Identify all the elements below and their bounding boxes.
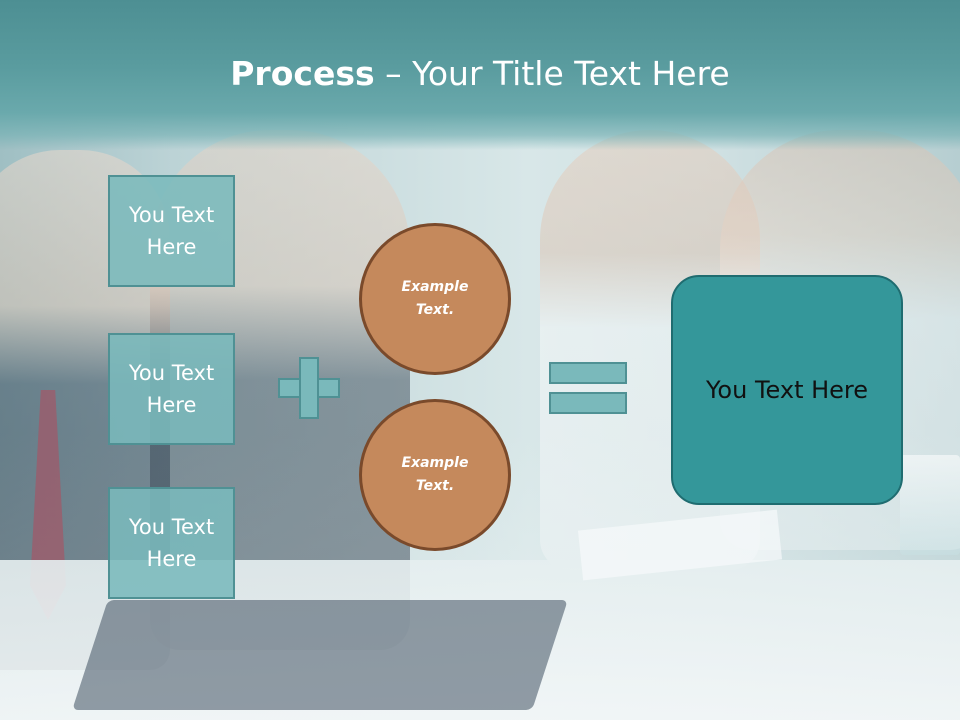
text-box-3: You Text Here <box>108 487 235 599</box>
example-circle-1-label: Example Text. <box>401 279 469 318</box>
title-bold: Process <box>230 54 375 93</box>
slide-title: Process – Your Title Text Here <box>0 52 960 96</box>
text-box-1-label: You Text Here <box>128 203 215 259</box>
folder <box>72 600 568 710</box>
text-box-1: You Text Here <box>108 175 235 287</box>
result-box: You Text Here <box>671 275 903 505</box>
text-box-2-label: You Text Here <box>128 361 215 417</box>
plus-icon-center <box>301 380 317 396</box>
glass <box>900 455 960 555</box>
result-box-label: You Text Here <box>705 376 869 404</box>
example-circle-1: Example Text. <box>359 223 511 375</box>
plus-icon <box>278 357 340 419</box>
example-circle-2: Example Text. <box>359 399 511 551</box>
example-circle-2-label: Example Text. <box>401 455 469 494</box>
text-box-2: You Text Here <box>108 333 235 445</box>
equals-icon-bottom-bar <box>549 392 627 414</box>
text-box-3-label: You Text Here <box>128 515 215 571</box>
title-rest: – Your Title Text Here <box>374 54 730 93</box>
header-band <box>0 0 960 150</box>
equals-icon-top-bar <box>549 362 627 384</box>
